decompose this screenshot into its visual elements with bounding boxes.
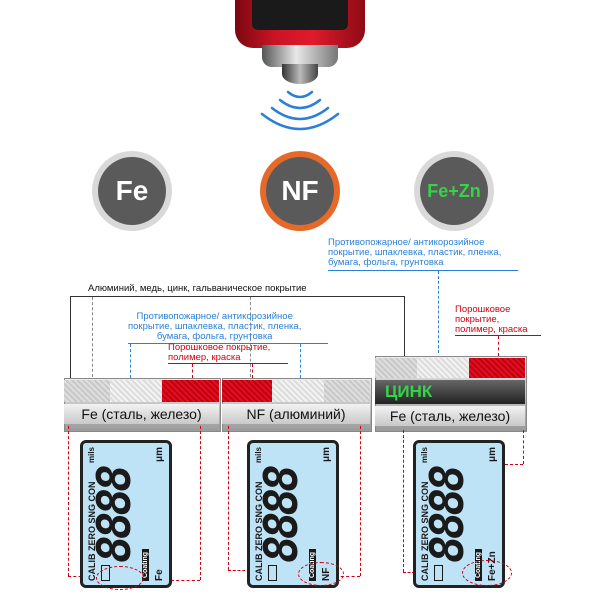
- lcd-fe-digits: 8888: [87, 468, 141, 563]
- leader-nf-lcd-right-h: [330, 576, 360, 577]
- leader-nonferrous-nf: [250, 297, 251, 377]
- note-fe-red-line-2: полимер, краска: [168, 352, 241, 363]
- sample-fe-layer-red: [162, 380, 219, 402]
- lcd-fezn-unit-alt: mils: [420, 447, 429, 464]
- sample-nf-layer-red: [222, 380, 272, 402]
- lcd-fe-unit-alt: mils: [87, 447, 96, 464]
- lcd-fezn-digits: 8888: [420, 468, 474, 563]
- leader-nonferrous-fe: [92, 297, 93, 377]
- note-zn-blue-underline: [328, 270, 518, 271]
- leader-zn-blue: [438, 271, 439, 353]
- leader-fe-lcd: [68, 426, 69, 576]
- mode-nf-label: NF: [281, 175, 319, 206]
- note-zn-blue-line-2: покрытие, шпаклевка, пластик, пленка,: [328, 247, 502, 258]
- leader-zn-lcd-right: [523, 430, 524, 464]
- leader-fe-blue: [130, 344, 131, 378]
- note-fe-red-line-1: Порошковое покрытие,: [168, 342, 271, 353]
- sample-zn-layer-red: [469, 358, 525, 378]
- lcd-display-fe: CALIB ZERO SNG CON 8888 mils μm Coating …: [80, 440, 172, 588]
- lcd-nf-battery-icon: [268, 565, 277, 581]
- lcd-nf-digits: 8888: [254, 468, 308, 563]
- sample-zn-layer-base: [375, 358, 417, 378]
- lcd-fe-unit: μm: [154, 447, 165, 463]
- sample-fe-layer-white: [110, 380, 162, 402]
- leader-fe-red: [192, 364, 193, 378]
- lcd-nf-unit: μm: [321, 447, 332, 463]
- note-fe-blue-line-2: покрытие, шпаклевка, пластик, пленка,: [128, 321, 302, 332]
- mode-nf-badge: NF: [266, 157, 334, 225]
- note-fe-red: Порошковое покрытие, полимер, краска: [168, 343, 270, 363]
- leader-nf-red: [252, 364, 253, 378]
- lcd-fe-mode-highlight: [96, 566, 144, 590]
- note-zn-red-line-3: полимер, краска: [455, 324, 528, 335]
- leader-zn-lcd-right-h: [505, 464, 523, 465]
- note-fe-blue-line-1: Противопожарное/ антикорозийное: [136, 311, 293, 322]
- sample-nf-layer-white: [272, 380, 324, 402]
- note-zn-red-line-2: покрытие,: [455, 314, 500, 325]
- lcd-nf-mode-highlight: [298, 562, 344, 586]
- note-zn-blue-line-1: Противопожарное/ антикорозийное: [328, 237, 485, 248]
- probe-collar: [262, 45, 338, 67]
- lcd-fezn-battery-icon: [434, 565, 443, 581]
- note-zn-red-line-1: Порошковое: [455, 304, 511, 315]
- note-zn-red-underline: [455, 335, 541, 336]
- leader-nf-lcd-right: [360, 426, 361, 576]
- note-zn-blue: Противопожарное/ антикорозийное покрытие…: [328, 238, 501, 268]
- sample-nf-layer-base: [324, 380, 370, 402]
- leader-zn-red: [498, 336, 499, 356]
- mode-fezn-label: Fe+Zn: [427, 180, 481, 201]
- lcd-fezn-unit: μm: [487, 447, 498, 463]
- note-fe-blue: Противопожарное/ антикорозийное покрытие…: [128, 312, 301, 342]
- leader-nf-lcd: [228, 426, 229, 570]
- sample-fe-label: Fe (сталь, железо): [64, 404, 219, 424]
- sample-nf-label: NF (алюминий): [222, 404, 370, 424]
- probe-tip: [282, 64, 318, 84]
- note-nonferrous-underline: [70, 296, 405, 297]
- leader-fe-lcd-right-h: [150, 580, 200, 581]
- leader-nf-blue: [300, 344, 301, 378]
- sample-zn-layer-zinc: ЦИНК: [375, 380, 525, 404]
- leader-nonferrous-right: [404, 296, 405, 358]
- note-zn-blue-line-3: бумага, фольга, грунтовка: [328, 257, 444, 268]
- note-fe-blue-underline: [128, 343, 328, 344]
- note-zn-red: Порошковое покрытие, полимер, краска: [455, 305, 528, 335]
- lcd-fe-mode: Fe: [154, 569, 165, 581]
- leader-nf-lcd-h: [228, 570, 250, 571]
- signal-waves-icon: [260, 90, 340, 131]
- lcd-fezn-mode-highlight: [462, 560, 512, 586]
- sample-zn-label: Fe (сталь, железо): [375, 406, 525, 426]
- leader-zn-lcd-h: [403, 572, 415, 573]
- sample-zn-layer-white: [417, 358, 469, 378]
- leader-fe-lcd-right: [200, 426, 201, 580]
- leader-zn-lcd: [403, 430, 404, 572]
- note-nonferrous: Алюминий, медь, цинк, гальваническое пок…: [88, 283, 307, 294]
- mode-fezn-badge: Fe+Zn: [420, 157, 488, 225]
- lcd-nf-unit-alt: mils: [254, 447, 263, 464]
- device-screen: [252, 0, 348, 30]
- sample-fe-layer-base: [64, 380, 110, 402]
- note-fe-red-underline: [168, 363, 288, 364]
- mode-fe-label: Fe: [115, 175, 149, 206]
- note-fe-blue-line-3: бумага, фольга, грунтовка: [156, 331, 273, 342]
- mode-fe-badge: Fe: [98, 157, 166, 225]
- leader-nonferrous-left: [70, 296, 71, 378]
